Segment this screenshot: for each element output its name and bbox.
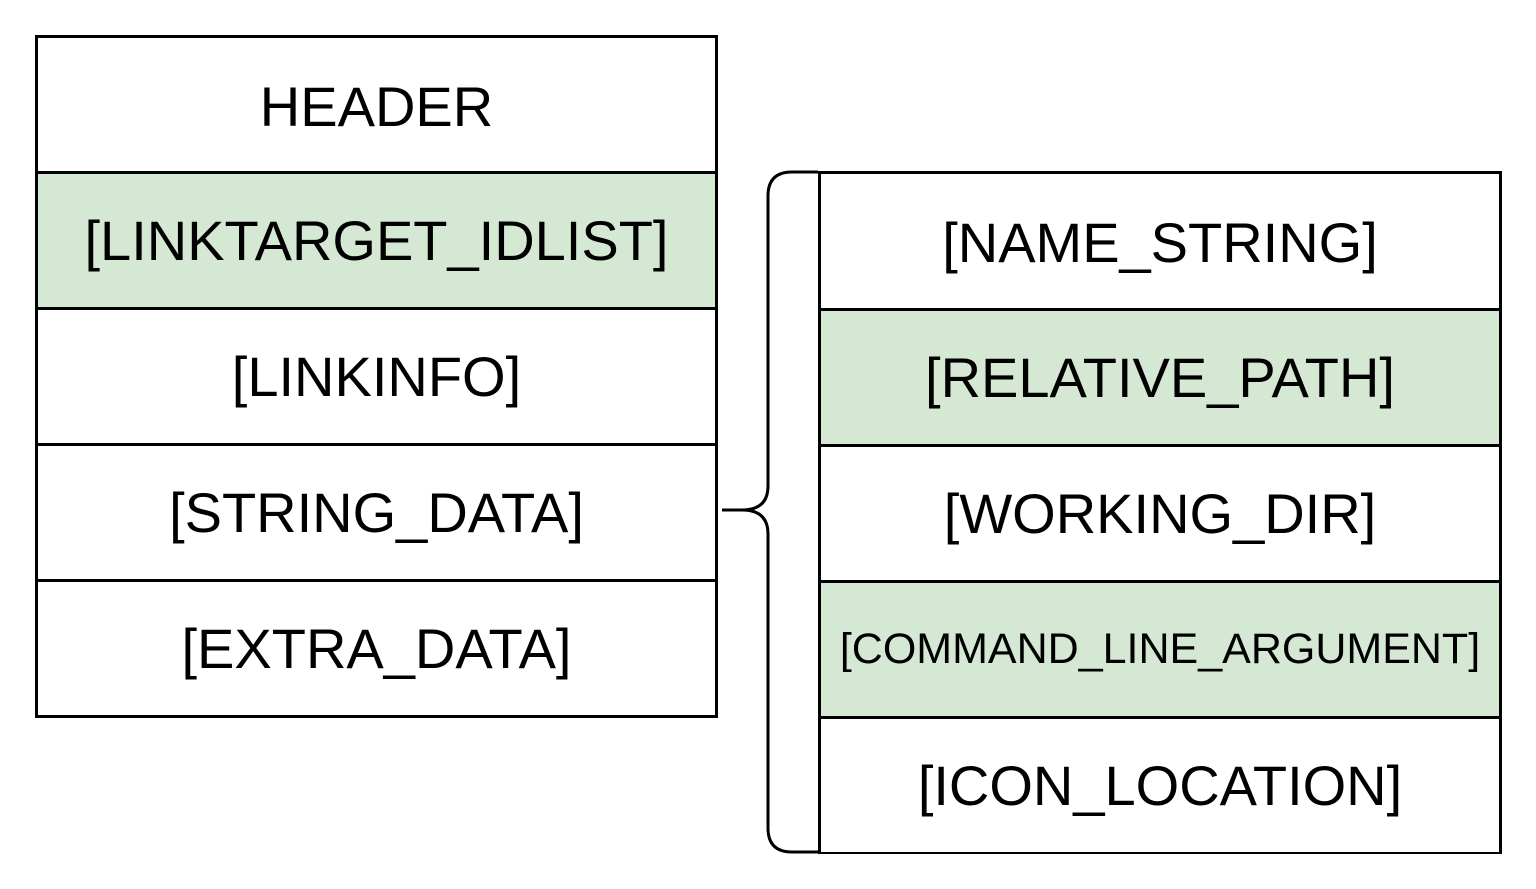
header-cell: HEADER	[38, 38, 715, 174]
string-data-stack: [NAME_STRING] [RELATIVE_PATH] [WORKING_D…	[818, 171, 1502, 854]
curly-brace-connector	[722, 170, 818, 854]
string-data-cell: [STRING_DATA]	[38, 443, 715, 579]
working-dir-cell: [WORKING_DIR]	[821, 444, 1499, 580]
name-string-cell: [NAME_STRING]	[821, 174, 1499, 310]
left-structure-stack: HEADER [LINKTARGET_IDLIST] [LINKINFO] [S…	[35, 35, 718, 718]
linktarget-idlist-cell: [LINKTARGET_IDLIST]	[38, 171, 715, 307]
command-line-argument-cell: [COMMAND_LINE_ARGUMENT]	[821, 580, 1499, 716]
extra-data-cell: [EXTRA_DATA]	[38, 579, 715, 715]
linkinfo-cell: [LINKINFO]	[38, 307, 715, 443]
relative-path-cell: [RELATIVE_PATH]	[821, 308, 1499, 444]
icon-location-cell: [ICON_LOCATION]	[821, 716, 1499, 852]
